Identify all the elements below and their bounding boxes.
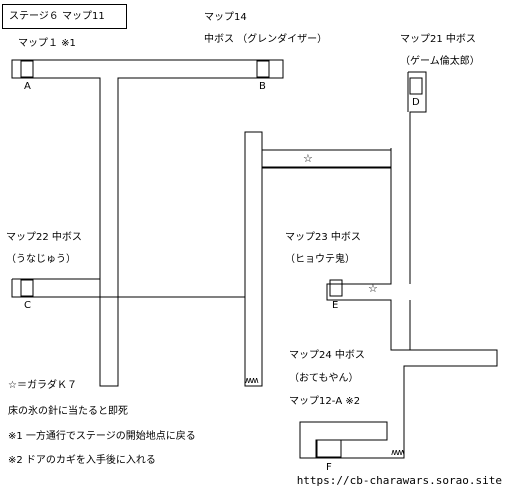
point-f: F — [326, 462, 332, 473]
map24-boss: （おてもやん） — [289, 373, 359, 384]
map1-label: マップ１ ※1 — [18, 38, 76, 49]
room-c — [20, 279, 34, 297]
point-d: D — [412, 97, 420, 108]
wall-right-branch — [299, 349, 498, 459]
point-a: A — [24, 81, 31, 92]
star-marker-upper: ☆ — [303, 152, 313, 165]
legend-note-2: ※2 ドアのカギを入手後に入れる — [8, 455, 156, 466]
site-credit: https://cb-charawars.sorao.site — [296, 474, 502, 487]
room-a — [20, 60, 34, 78]
legend-note-1: ※1 一方通行でステージの開始地点に戻る — [8, 431, 196, 442]
wall-d-shaft — [390, 71, 427, 284]
point-b: B — [259, 81, 266, 92]
wall-upper-loop — [244, 131, 411, 351]
map23-boss: （ヒョウテ鬼） — [285, 254, 355, 265]
room-d — [409, 77, 423, 95]
spikes-right: ʍʍ — [391, 448, 405, 458]
point-c: C — [24, 300, 31, 311]
star-marker-lower: ☆ — [368, 282, 378, 295]
room-f — [315, 439, 342, 458]
wall-top-corridor — [11, 59, 284, 387]
map14-label: マップ14 — [204, 12, 247, 23]
legend-ice-spikes: 床の氷の針に当たると即死 — [8, 406, 128, 417]
map24-label: マップ24 中ボス — [289, 350, 365, 361]
stage-title: ステージ６ マップ11 — [2, 4, 127, 29]
map21-boss: （ゲーム倫太郎） — [400, 56, 480, 67]
point-e: E — [332, 300, 339, 311]
room-b — [256, 60, 270, 78]
map23-label: マップ23 中ボス — [285, 232, 361, 243]
spikes-left: ʍʍ — [245, 376, 259, 386]
map22-label: マップ22 中ボス — [6, 232, 82, 243]
map22-boss: （うなじゅう） — [6, 254, 76, 265]
map21-label: マップ21 中ボス — [400, 34, 476, 45]
map12a-label: マップ12-A ※2 — [289, 396, 361, 407]
legend-star: ☆＝ガラダＫ７ — [8, 380, 77, 391]
room-e — [329, 279, 343, 297]
map14-boss: 中ボス （グレンダイザー） — [204, 34, 328, 45]
